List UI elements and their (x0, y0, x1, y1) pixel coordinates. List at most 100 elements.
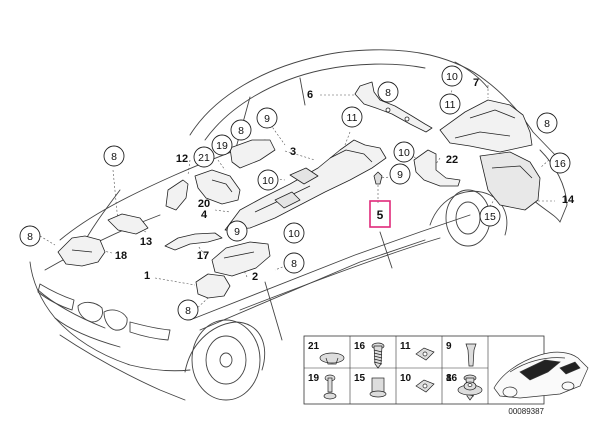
callout-c-10b: 10 (257, 169, 279, 191)
part-14-panel (479, 151, 541, 211)
part-1-bracket (195, 273, 231, 299)
part-number-20: 20 (198, 198, 210, 210)
callout-c-21: 21 (193, 146, 215, 168)
legend-label: 9 (446, 341, 452, 352)
callout-label: 8 (291, 258, 297, 270)
callout-c-9b: 9 (389, 163, 411, 185)
part-number-4: 4 (201, 209, 208, 221)
legend-label: 16 (354, 341, 366, 352)
callout-c-16: 16 (549, 152, 571, 174)
callout-circle (283, 252, 305, 274)
callout-c-15: 15 (479, 205, 501, 227)
callout-circle (103, 145, 125, 167)
callout-circle (377, 81, 399, 103)
legend-cell-19: 19 (308, 373, 337, 400)
callout-c-10a: 10 (441, 65, 463, 87)
cap-clip-icon (319, 352, 345, 365)
callout-label: 8 (111, 151, 117, 163)
part-number-1: 1 (144, 270, 150, 282)
callout-circle (393, 141, 415, 163)
callout-circle (193, 146, 215, 168)
legend-cell-16: 16 (354, 341, 385, 369)
callout-c-8c: 8 (230, 119, 252, 141)
callout-circle (536, 112, 558, 134)
callout-label: 8 (385, 87, 391, 99)
part-13-piece (107, 213, 149, 235)
callout-c-9a: 9 (256, 107, 278, 129)
callout-circle (177, 299, 199, 321)
callout-label: 8 (27, 231, 33, 243)
callout-label: 8 (185, 305, 191, 317)
square-nut-icon (415, 347, 435, 361)
grommet-icon (457, 381, 483, 396)
callout-c-8e: 8 (19, 225, 41, 247)
legend-cell-21: 21 (308, 341, 345, 365)
legend-label: 11 (400, 341, 411, 352)
legend-cell-8: 8 (446, 373, 483, 396)
callout-c-10d: 10 (283, 222, 305, 244)
callout-circle (256, 107, 278, 129)
callout-label: 15 (484, 211, 496, 223)
speed-nut-icon (415, 379, 435, 393)
callout-circle (439, 93, 461, 115)
callout-circle (19, 225, 41, 247)
car-thumbnail (493, 351, 589, 399)
part-number-13: 13 (140, 236, 152, 248)
legend-label: 15 (354, 373, 366, 384)
part-number-7: 7 (473, 77, 479, 89)
callout-circle (479, 205, 501, 227)
part-7-panel (439, 99, 533, 153)
callout-label: 10 (288, 228, 300, 240)
callout-c-8d: 8 (103, 145, 125, 167)
part-17-piece (164, 232, 223, 251)
callout-circle (211, 134, 233, 156)
callout-label: 9 (397, 169, 403, 181)
callout-circle (257, 169, 279, 191)
part-number-22: 22 (446, 154, 458, 166)
callout-c-10c: 10 (393, 141, 415, 163)
legend-label: 19 (308, 373, 320, 384)
expanding-nut-icon (369, 377, 387, 398)
callout-label: 11 (445, 99, 456, 111)
callout-label: 11 (347, 112, 358, 124)
screw-icon (371, 342, 385, 369)
callout-label: 21 (198, 152, 210, 164)
callout-label: 9 (264, 113, 270, 125)
legend-cell-15: 15 (354, 373, 387, 398)
stud-clip-icon (323, 374, 337, 400)
callout-c-19: 19 (211, 134, 233, 156)
part-number-2: 2 (252, 271, 258, 283)
callout-label: 8 (238, 125, 244, 137)
callout-circle (549, 152, 571, 174)
part-12-piece (165, 179, 189, 211)
callout-c-9c: 9 (226, 220, 248, 242)
part-20-piece (194, 169, 241, 205)
callout-circle (441, 65, 463, 87)
legend-cell-11: 11 (400, 341, 435, 361)
callout-label: 10 (262, 175, 274, 187)
part-number-18: 18 (115, 250, 127, 262)
legend-label: 21 (308, 341, 320, 352)
legend-cell-9: 9 (446, 341, 477, 367)
callout-circle (283, 222, 305, 244)
part-number-17: 17 (197, 250, 209, 262)
part-5-clip (373, 171, 383, 185)
push-rivet-icon (465, 343, 477, 367)
part-22-bracket (413, 149, 461, 187)
callout-label: 9 (234, 226, 240, 238)
part-19-piece (229, 139, 276, 169)
part-6-bracket (354, 81, 433, 133)
callout-c-11a: 11 (439, 93, 461, 115)
callout-circle (226, 220, 248, 242)
part-2-panel (211, 241, 271, 277)
callout-circle (341, 106, 363, 128)
callout-label: 19 (216, 140, 228, 152)
callout-label: 10 (398, 147, 410, 159)
callout-c-8b: 8 (536, 112, 558, 134)
callout-c-8a: 8 (377, 81, 399, 103)
